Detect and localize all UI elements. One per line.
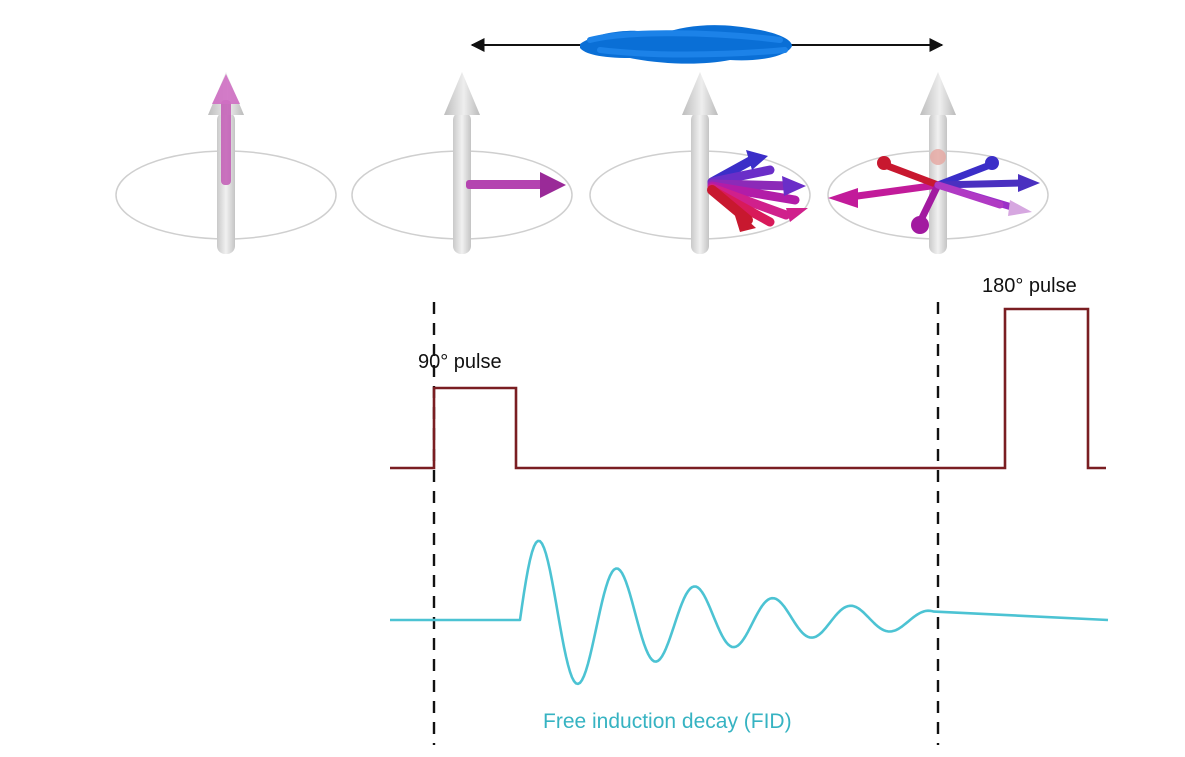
fid-label: Free induction decay (FID) — [543, 710, 792, 733]
spin-aligned-icon — [115, 72, 337, 254]
pulse-180-label: 180° pulse — [982, 275, 1077, 297]
spin-tipped-icon — [351, 72, 573, 254]
rf-pulse-trace — [390, 307, 1106, 470]
redaction-scribble — [580, 25, 792, 64]
pulse-90-label: 90° pulse — [418, 351, 502, 373]
spin-dephasing-icon — [589, 72, 811, 254]
fid-signal-trace — [390, 539, 1109, 686]
spin-dephased-icon — [827, 72, 1049, 254]
